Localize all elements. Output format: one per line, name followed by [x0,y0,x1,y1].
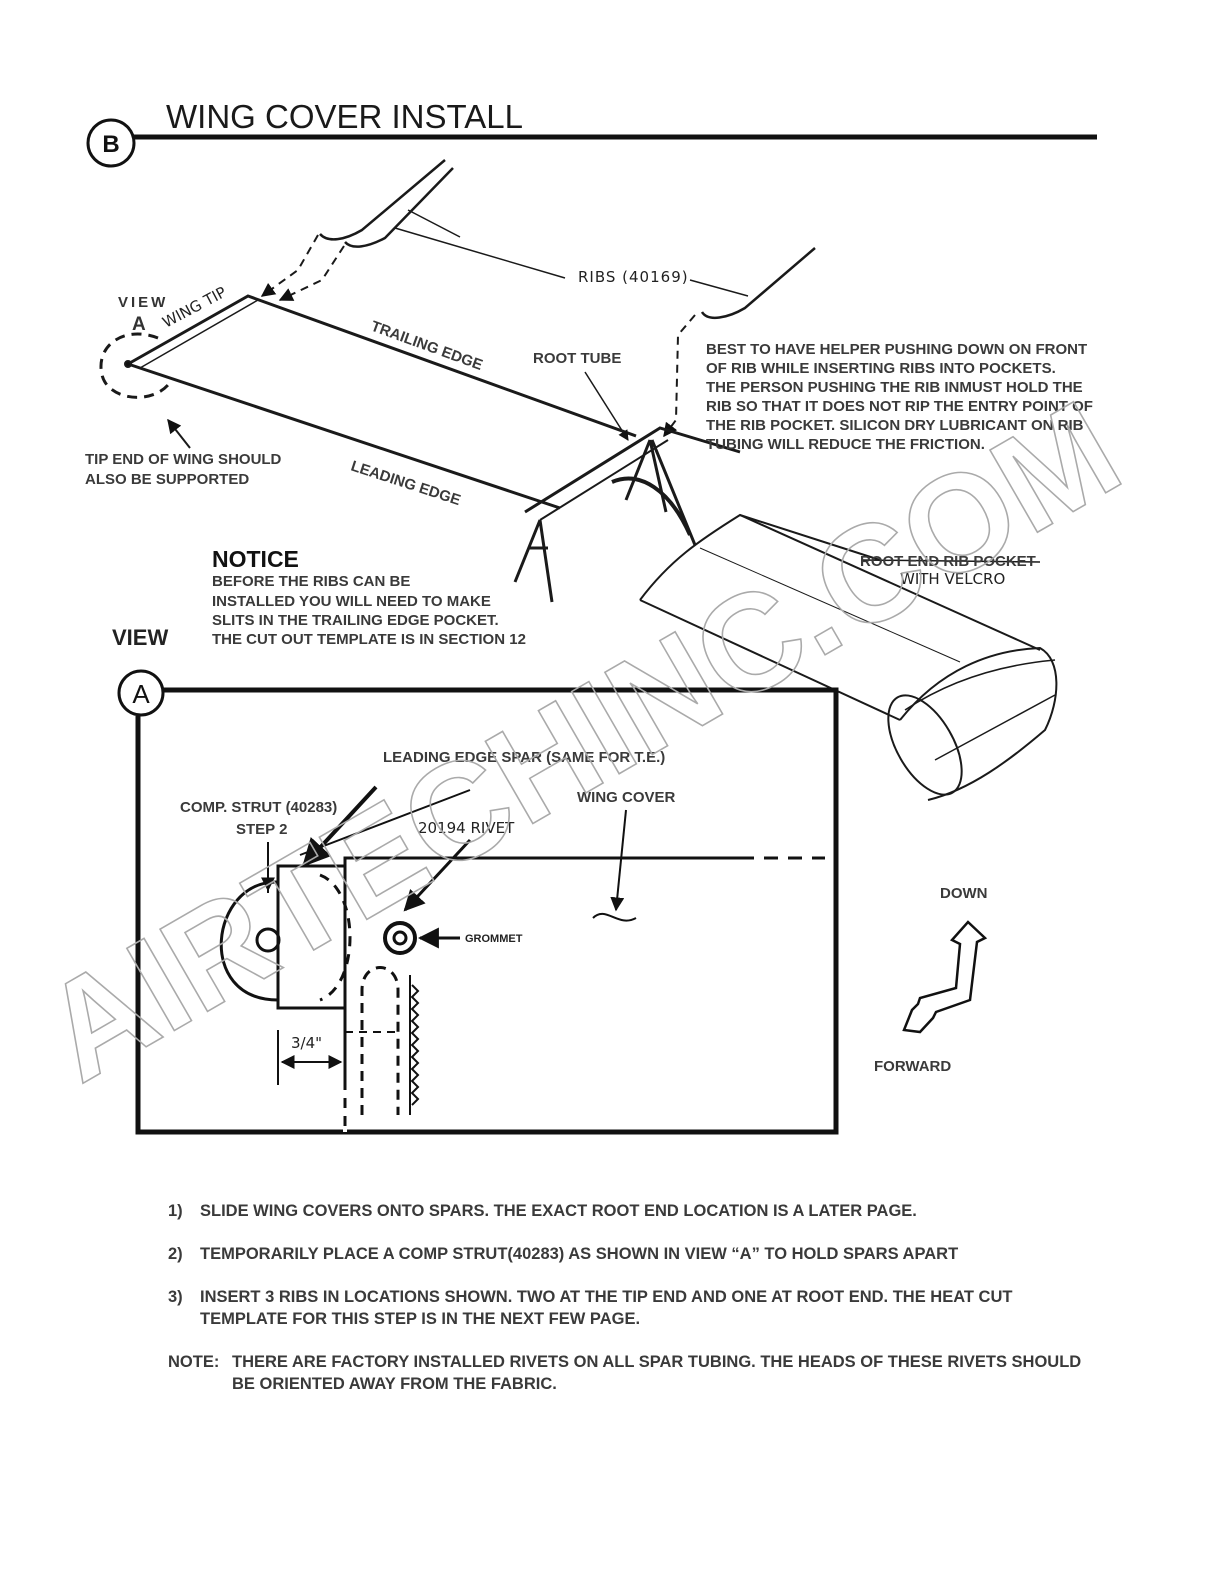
grommet-label: GROMMET [465,933,523,945]
root-pocket-leader [861,559,1041,563]
section-badge [86,118,136,168]
tip-support-line-2: ALSO BE SUPPORTED [85,471,249,488]
strut-cap-solid [219,880,279,1002]
root-pocket-label-2: WITH VELCRO [900,570,1005,588]
direction-arrow [902,920,988,1034]
helper-note: BEST TO HAVE HELPER PUSHING DOWN ON FRON… [706,341,1093,453]
svg-text:OF RIB WHILE INSERTING RIBS IN: OF RIB WHILE INSERTING RIBS INTO POCKETS… [706,360,1056,377]
wing-assembly-drawing [99,159,1058,801]
leading-edge-label: LEADING EDGE [349,458,463,509]
instruction-notes: 1)SLIDE WING COVERS ONTO SPARS. THE EXAC… [168,1200,1088,1416]
notice-block: NOTICE BEFORE THE RIBS CAN BE INSTALLED … [212,546,526,648]
leading-edge-spar [127,362,561,510]
tip-support-line-1: TIP END OF WING SHOULD [85,451,282,468]
svg-text:THE CUT OUT TEMPLATE IS IN SEC: THE CUT OUT TEMPLATE IS IN SECTION 12 [212,631,526,648]
forward-label: FORWARD [874,1058,951,1075]
spar-leader [302,785,378,868]
ribs-leader [394,227,566,279]
view-a-callout-circle [99,332,170,399]
view-a-heading: VIEW [112,625,168,650]
note-item: 3)INSERT 3 RIBS IN LOCATIONS SHOWN. TWO … [168,1288,1013,1328]
wing-tip-bow [127,295,249,365]
svg-text:INSTALLED YOU WILL NEED TO MAK: INSTALLED YOU WILL NEED TO MAKE [212,593,491,610]
leading-edge-spar-label: LEADING EDGE SPAR (SAME FOR T.E.) [383,749,665,766]
section-header: B WING COVER INSTALL [86,98,1097,168]
root-tube-leader [584,371,629,441]
tip-rib-2 [344,167,454,248]
section-letter: B [102,131,119,158]
svg-text:BEFORE THE RIBS CAN BE: BEFORE THE RIBS CAN BE [212,573,410,590]
tip-rib-1 [319,159,446,241]
svg-text:BEST TO HAVE HELPER PUSHING DO: BEST TO HAVE HELPER PUSHING DOWN ON FRON… [706,341,1087,358]
view-a-letter: A [132,679,150,709]
view-a-badge [117,669,165,717]
wing-cover-leader [610,809,627,912]
rivet-leader [403,838,472,912]
comp-strut-label: COMP. STRUT (40283) [180,799,337,816]
strut-cap-dashed [319,873,352,1002]
rivet-label: 20194 RIVET [418,819,515,837]
svg-text:SLITS IN THE TRAILING EDGE POC: SLITS IN THE TRAILING EDGE POCKET. [212,612,499,629]
view-a-frame [135,687,839,1135]
sawhorse-front [513,519,554,603]
page-title: WING COVER INSTALL [166,98,523,135]
root-pocket-fabric [639,513,881,601]
note-item: 2)TEMPORARILY PLACE A COMP STRUT(40283) … [168,1245,959,1263]
svg-text:TUBING WILL REDUCE THE FRICTIO: TUBING WILL REDUCE THE FRICTION. [706,436,985,453]
view-a-tag-label: VIEW [118,294,168,311]
svg-text:THE RIB POCKET. SILICON DRY L: THE RIB POCKET. SILICON DRY LUBRICANT ON… [706,417,1084,434]
note-item: NOTE:THERE ARE FACTORY INSTALLED RIVETS … [168,1353,1082,1393]
root-tube-label: ROOT TUBE [533,350,621,367]
wing-cover-label: WING COVER [577,789,676,806]
grommet-ring [383,921,417,955]
dimension-label: 3/4" [291,1034,322,1052]
root-pocket-label-1: ROOT END RIB POCKET [860,553,1036,570]
svg-text:THE PERSON PUSHING THE RIB INM: THE PERSON PUSHING THE RIB INMUST HOLD T… [706,379,1083,396]
velcro-strip [410,984,420,1106]
notice-heading: NOTICE [212,546,299,572]
down-label: DOWN [940,885,988,902]
tip-support-leader [167,418,191,449]
view-a-detail: VIEW A [112,625,988,1135]
ribs-label: RIBS (40169) [578,268,689,286]
wing-tip-label: WING TIP [159,283,229,332]
step-label: STEP 2 [236,821,287,838]
strut-hole [255,927,281,953]
svg-text:RIB SO THAT IT DOES NOT RIP TH: RIB SO THAT IT DOES NOT RIP THE ENTRY PO… [706,398,1093,415]
root-rib [700,247,816,320]
note-item: 1)SLIDE WING COVERS ONTO SPARS. THE EXAC… [168,1202,917,1220]
view-a-tag-letter: A [132,314,146,335]
root-tube [524,426,741,514]
comp-strut [276,864,347,1010]
rib-pocket [360,966,400,1115]
spar-outline [343,856,825,1132]
